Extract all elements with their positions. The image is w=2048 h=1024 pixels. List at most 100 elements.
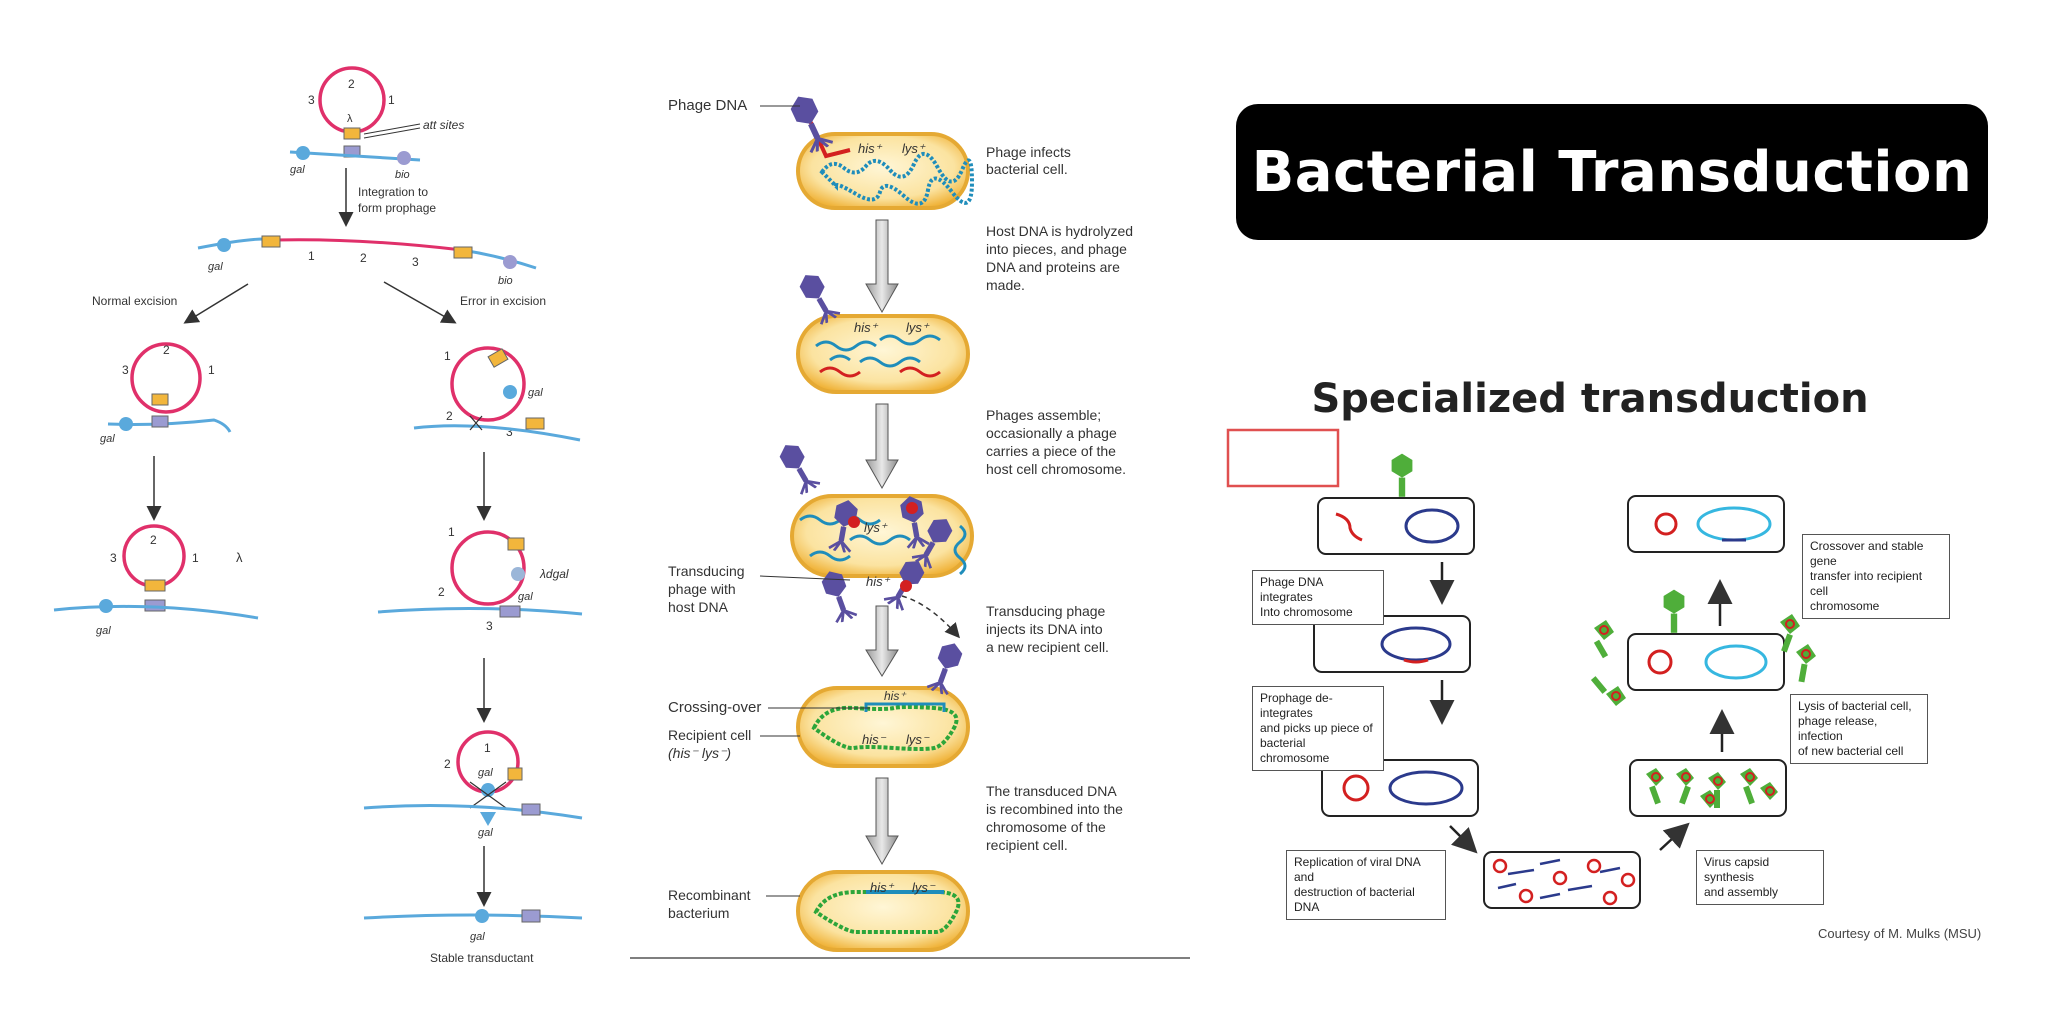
label-3: 3: [308, 93, 315, 107]
cr-1: 1: [484, 741, 491, 755]
st-gal: gal: [470, 931, 485, 943]
c3-his: his⁺: [866, 574, 891, 589]
note-deint-l3: bacterial chromosome: [1260, 736, 1330, 765]
bio-plus-label: bio: [395, 169, 410, 181]
step3-line1: Phages assemble;: [986, 407, 1101, 423]
ne-1: 1: [208, 363, 215, 377]
note-integrates-l1: Phage DNA integrates: [1260, 575, 1323, 604]
stable-transductant: gal Stable transductant: [363, 909, 583, 965]
note-lysis-l2: phage release, infection: [1798, 714, 1878, 743]
note-lysis-l3: of new bacterial cell: [1798, 744, 1904, 758]
c2-his: his⁺: [854, 320, 879, 335]
note-rep-l1: Replication of viral DNA and: [1294, 855, 1421, 884]
att-sites-label: att sites: [423, 118, 464, 132]
recomb-line1: Recombinant: [668, 887, 751, 903]
step5-line3: chromosome of the: [986, 819, 1106, 835]
cell-step1: his⁺ lys⁺: [785, 90, 975, 210]
crossover-step: 1 2 gal gal: [363, 730, 583, 839]
note-replication: Replication of viral DNA and destruction…: [1286, 850, 1446, 920]
prophage-line: 1 2 3 gal bio: [197, 235, 537, 287]
c3-lys: lys⁺: [864, 520, 888, 535]
step1-line1: Phage infects: [986, 144, 1071, 160]
note-cap-l1: Virus capsid synthesis: [1704, 855, 1770, 884]
c1-his: his⁺: [858, 141, 883, 156]
step5-line4: recipient cell.: [986, 837, 1068, 853]
pro-label-2: 2: [360, 251, 367, 265]
step2-line2: into pieces, and phage: [986, 241, 1127, 257]
step3-line4: host cell chromosome.: [986, 461, 1126, 477]
cell-step2: his⁺ lys⁺: [794, 268, 970, 394]
ne-2: 2: [163, 343, 170, 357]
recomb-line2: bacterium: [668, 905, 729, 921]
normal-excision-result: 3 2 1 λ gal: [53, 524, 259, 637]
note-rep-l2: destruction of bacterial DNA: [1294, 885, 1415, 914]
step2-line4: made.: [986, 277, 1025, 293]
error-excision-circle: 1 2 3 gal: [413, 346, 581, 442]
nr-2: 2: [150, 533, 157, 547]
step1-line2: bacterial cell.: [986, 161, 1068, 177]
c5-lys: lys⁻: [912, 880, 936, 895]
error-excision-label: Error in excision: [460, 294, 546, 308]
ld-3: 3: [486, 619, 493, 633]
crossing-over-label: Crossing-over: [668, 699, 761, 716]
step4-line3: a new recipient cell.: [986, 639, 1109, 655]
middle-panel: his⁺ lys⁺ Phage DNA Phage infects bacter…: [630, 90, 1190, 959]
right-panel: [1226, 428, 1816, 909]
rc-line2: (his⁻ lys⁻): [668, 745, 731, 761]
ld-gal: gal: [518, 591, 533, 603]
pro-gal: gal: [208, 261, 223, 273]
step5-line1: The transduced DNA: [986, 783, 1117, 799]
c4-his: his⁺: [884, 689, 907, 703]
note-cross-l3: chromosome: [1810, 599, 1880, 613]
c1-lys: lys⁺: [902, 141, 926, 156]
step3-line3: carries a piece of the: [986, 443, 1116, 459]
tp-line2: phage with: [668, 581, 736, 597]
highlight-box: [1226, 428, 1340, 488]
cr-2: 2: [444, 757, 451, 771]
c5-his: his⁺: [870, 880, 895, 895]
integration-line1: Integration to: [358, 185, 428, 199]
specialized-title: Specialized transduction: [1311, 376, 1869, 422]
step4-line1: Transducing phage: [986, 603, 1106, 619]
step3-line2: occasionally a phage: [986, 425, 1117, 441]
ee-3: 3: [506, 425, 513, 439]
cell-step3: lys⁺ his⁺: [774, 438, 974, 639]
stable-transductant-label: Stable transductant: [430, 951, 534, 965]
c4-lysminus: lys⁻: [906, 732, 930, 747]
step2-line3: DNA and proteins are: [986, 259, 1120, 275]
ld-1: 1: [448, 525, 455, 539]
phage-dna-label: Phage DNA: [668, 97, 747, 114]
note-integrates: Phage DNA integrates Into chromosome: [1252, 570, 1384, 625]
lambda-dgal-result: 1 2 3 λdgal gal: [377, 525, 583, 633]
nr-3: 3: [110, 551, 117, 565]
cr-galminus: gal: [478, 827, 493, 839]
label-1: 1: [388, 93, 395, 107]
note-lysis: Lysis of bacterial cell, phage release, …: [1790, 694, 1928, 764]
step5-line2: is recombined into the: [986, 801, 1123, 817]
gal-plus-label: gal: [290, 164, 305, 176]
pro-label-3: 3: [412, 255, 419, 269]
note-lysis-l1: Lysis of bacterial cell,: [1798, 699, 1912, 713]
rc-line1: Recipient cell: [668, 727, 751, 743]
left-panel: 3 2 1 λ att sites gal bio Integration to…: [53, 66, 583, 965]
note-integrates-l2: Into chromosome: [1260, 605, 1353, 619]
ee-1: 1: [444, 349, 451, 363]
c4-hisminus: his⁻: [862, 732, 887, 747]
lambda-dgal-label: λdgal: [539, 567, 569, 581]
ld-2: 2: [438, 585, 445, 599]
normal-excision-circle: 3 2 1 gal: [100, 342, 232, 445]
ee-2: 2: [446, 409, 453, 423]
note-cross-l1: Crossover and stable gene: [1810, 539, 1924, 568]
note-capsid: Virus capsid synthesis and assembly: [1696, 850, 1824, 905]
pro-bio: bio: [498, 275, 513, 287]
courtesy-label: Courtesy of M. Mulks (MSU): [1818, 926, 1982, 941]
tp-line1: Transducing: [668, 563, 745, 579]
label-2: 2: [348, 77, 355, 91]
pro-label-1: 1: [308, 249, 315, 263]
note-cross-l2: transfer into recipient cell: [1810, 569, 1923, 598]
nr-1: 1: [192, 551, 199, 565]
nr-lambda: λ: [236, 550, 243, 565]
cr-gal: gal: [478, 767, 493, 779]
normal-excision-label: Normal excision: [92, 294, 177, 308]
